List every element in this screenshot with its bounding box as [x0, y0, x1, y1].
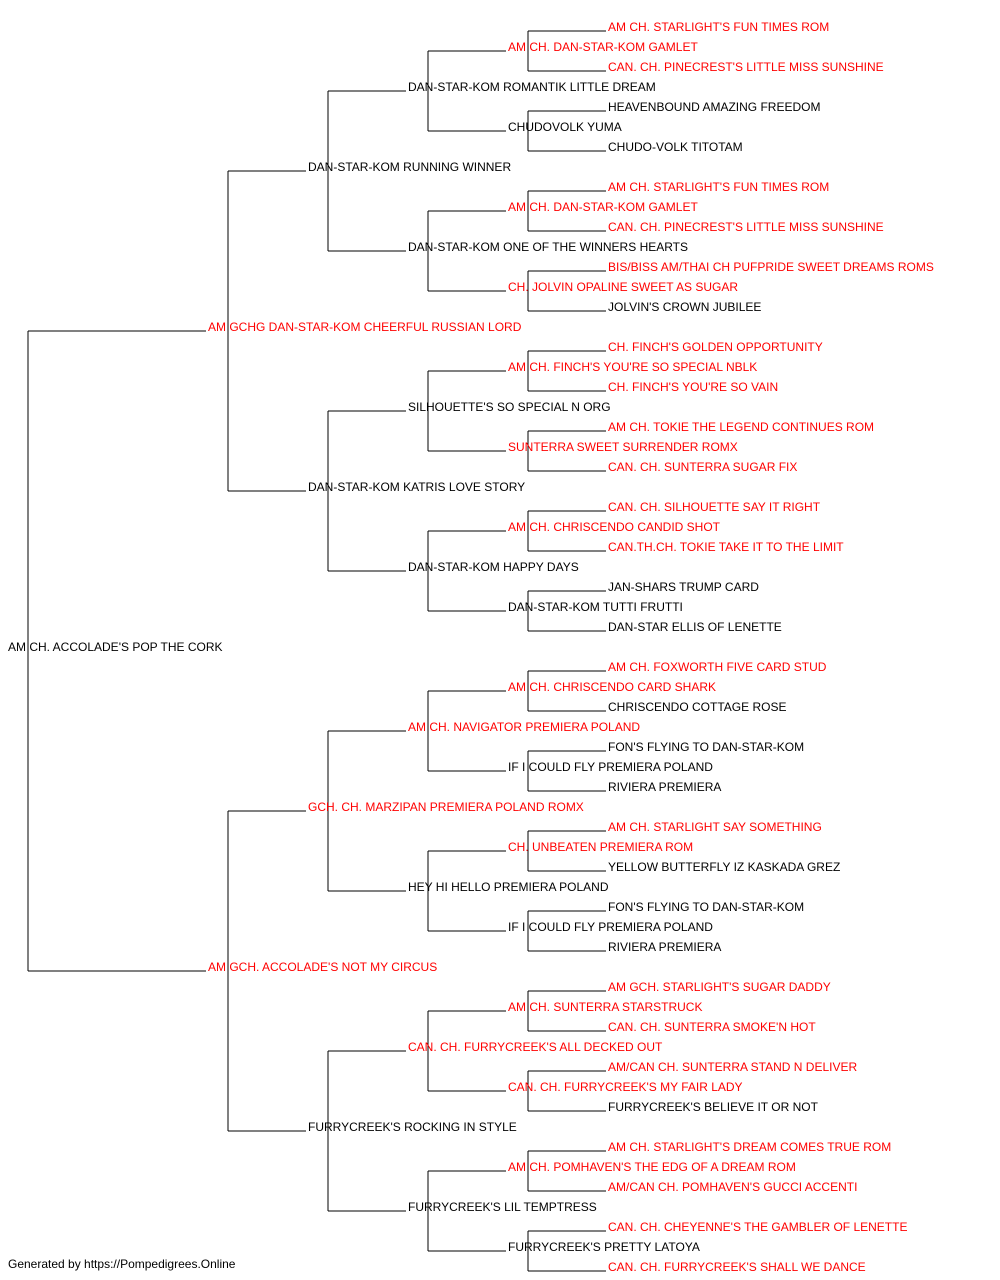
pedigree-entry-s-s-s-d: CHUDOVOLK YUMA — [508, 120, 622, 134]
pedigree-entry-s-d: DAN-STAR-KOM KATRIS LOVE STORY — [308, 480, 526, 494]
pedigree-entry-d-d-s: CAN. CH. FURRYCREEK'S ALL DECKED OUT — [408, 1040, 663, 1054]
pedigree-entry-d: AM GCH. ACCOLADE'S NOT MY CIRCUS — [208, 960, 438, 974]
pedigree-entry-s-s-s-d-d: CHUDO-VOLK TITOTAM — [608, 140, 743, 154]
pedigree-entry-d-s: GCH. CH. MARZIPAN PREMIERA POLAND ROMX — [308, 800, 584, 814]
pedigree-entry-d-s-d-d: IF I COULD FLY PREMIERA POLAND — [508, 920, 713, 934]
pedigree-entry-d-s-d-d-d: RIVIERA PREMIERA — [608, 940, 722, 954]
pedigree-entry-s-d-s-s-s: CH. FINCH'S GOLDEN OPPORTUNITY — [608, 340, 823, 354]
pedigree-entry-s-s-s: DAN-STAR-KOM ROMANTIK LITTLE DREAM — [408, 80, 656, 94]
pedigree-entry-s-d-s-s: AM CH. FINCH'S YOU'RE SO SPECIAL NBLK — [508, 360, 758, 374]
pedigree-entry-d-d-s-d-s: AM/CAN CH. SUNTERRA STAND N DELIVER — [608, 1060, 858, 1074]
pedigree-entry-s-d-s-s-d: CH. FINCH'S YOU'RE SO VAIN — [608, 380, 779, 394]
pedigree-entry-d-d-d-s-d: AM/CAN CH. POMHAVEN'S GUCCI ACCENTI — [608, 1180, 858, 1194]
pedigree-entry-s-s-d-s: AM CH. DAN-STAR-KOM GAMLET — [508, 200, 698, 214]
pedigree-entry-s-d-s-d: SUNTERRA SWEET SURRENDER ROMX — [508, 440, 738, 454]
pedigree-entry-s-s-d-d: CH. JOLVIN OPALINE SWEET AS SUGAR — [508, 280, 739, 294]
pedigree-entry-s-s-d: DAN-STAR-KOM ONE OF THE WINNERS HEARTS — [408, 240, 689, 254]
pedigree-entry-s-d-d-d: DAN-STAR-KOM TUTTI FRUTTI — [508, 600, 683, 614]
pedigree-entry-s-s-s-d-s: HEAVENBOUND AMAZING FREEDOM — [608, 100, 821, 114]
pedigree-entry-d-d-d: FURRYCREEK'S LIL TEMPTRESS — [408, 1200, 597, 1214]
pedigree-entry-s-s: DAN-STAR-KOM RUNNING WINNER — [308, 160, 512, 174]
pedigree-entry-d-d-d-d: FURRYCREEK'S PRETTY LATOYA — [508, 1240, 700, 1254]
pedigree-entry-d-d-s-d-d: FURRYCREEK'S BELIEVE IT OR NOT — [608, 1100, 818, 1114]
pedigree-entry-d-s-s-s: AM CH. CHRISCENDO CARD SHARK — [508, 680, 717, 694]
pedigree-entry-s-d-s-d-s: AM CH. TOKIE THE LEGEND CONTINUES ROM — [608, 420, 875, 434]
pedigree-entry-d-d-s-s: AM CH. SUNTERRA STARSTRUCK — [508, 1000, 703, 1014]
pedigree-entry-d-s-s-s-d: CHRISCENDO COTTAGE ROSE — [608, 700, 787, 714]
pedigree-entry-s-d-d-d-s: JAN-SHARS TRUMP CARD — [608, 580, 759, 594]
pedigree-entry-s-s-d-s-s: AM CH. STARLIGHT'S FUN TIMES ROM — [608, 180, 830, 194]
pedigree-entry-d-s-d: HEY HI HELLO PREMIERA POLAND — [408, 880, 609, 894]
pedigree-entry-d-s-s: AM CH. NAVIGATOR PREMIERA POLAND — [408, 720, 641, 734]
pedigree-entry-d-d-d-s: AM CH. POMHAVEN'S THE EDG OF A DREAM ROM — [508, 1160, 796, 1174]
pedigree-entry-d-s-s-d-d: RIVIERA PREMIERA — [608, 780, 722, 794]
pedigree-entry-s-s-d-s-d: CAN. CH. PINECREST'S LITTLE MISS SUNSHIN… — [608, 220, 884, 234]
pedigree-entry-d-d-s-d: CAN. CH. FURRYCREEK'S MY FAIR LADY — [508, 1080, 743, 1094]
pedigree-entry-s: AM GCHG DAN-STAR-KOM CHEERFUL RUSSIAN LO… — [208, 320, 522, 334]
pedigree-entry-s-s-d-d-s: BIS/BISS AM/THAI CH PUFPRIDE SWEET DREAM… — [608, 260, 934, 274]
pedigree-entry-d-s-d-s-d: YELLOW BUTTERFLY IZ KASKADA GREZ — [608, 860, 841, 874]
pedigree-entry-s-s-s-s-d: CAN. CH. PINECREST'S LITTLE MISS SUNSHIN… — [608, 60, 884, 74]
pedigree-entry-s-d-d-s-d: CAN.TH.CH. TOKIE TAKE IT TO THE LIMIT — [608, 540, 844, 554]
pedigree-entry-d-d-d-s-s: AM CH. STARLIGHT'S DREAM COMES TRUE ROM — [608, 1140, 892, 1154]
pedigree-entry-d-d-s-s-s: AM GCH. STARLIGHT'S SUGAR DADDY — [608, 980, 831, 994]
pedigree-entry-s-s-s-s-s: AM CH. STARLIGHT'S FUN TIMES ROM — [608, 20, 830, 34]
pedigree-entry-s-d-d-s-s: CAN. CH. SILHOUETTE SAY IT RIGHT — [608, 500, 821, 514]
pedigree-entry-s-d-d-s: AM CH. CHRISCENDO CANDID SHOT — [508, 520, 721, 534]
pedigree-entry-d-s-d-s-s: AM CH. STARLIGHT SAY SOMETHING — [608, 820, 822, 834]
pedigree-entry-s-d-d: DAN-STAR-KOM HAPPY DAYS — [408, 560, 579, 574]
pedigree-entry-d-s-d-d-s: FON'S FLYING TO DAN-STAR-KOM — [608, 900, 805, 914]
pedigree-entry-d-s-s-d-s: FON'S FLYING TO DAN-STAR-KOM — [608, 740, 805, 754]
pedigree-entry-d-s-s-s-s: AM CH. FOXWORTH FIVE CARD STUD — [608, 660, 827, 674]
pedigree-entry-d-d: FURRYCREEK'S ROCKING IN STYLE — [308, 1120, 517, 1134]
pedigree-entry-d-s-d-s: CH. UNBEATEN PREMIERA ROM — [508, 840, 694, 854]
pedigree-entry-s-d-s-d-d: CAN. CH. SUNTERRA SUGAR FIX — [608, 460, 798, 474]
pedigree-entry-s-d-s: SILHOUETTE'S SO SPECIAL N ORG — [408, 400, 611, 414]
pedigree-entry-s-d-d-d-d: DAN-STAR ELLIS OF LENETTE — [608, 620, 782, 634]
pedigree-entry-d-s-s-d: IF I COULD FLY PREMIERA POLAND — [508, 760, 713, 774]
pedigree-entry-d-d-d-d-d: CAN. CH. FURRYCREEK'S SHALL WE DANCE — [608, 1260, 866, 1274]
pedigree-entry-d-d-s-s-d: CAN. CH. SUNTERRA SMOKE'N HOT — [608, 1020, 816, 1034]
pedigree-entry-subject: AM CH. ACCOLADE'S POP THE CORK — [8, 640, 223, 654]
generated-by-footer: Generated by https://Pompedigrees.Online — [8, 1257, 236, 1271]
pedigree-entry-s-s-d-d-d: JOLVIN'S CROWN JUBILEE — [608, 300, 762, 314]
pedigree-entry-d-d-d-d-s: CAN. CH. CHEYENNE'S THE GAMBLER OF LENET… — [608, 1220, 908, 1234]
pedigree-entry-s-s-s-s: AM CH. DAN-STAR-KOM GAMLET — [508, 40, 698, 54]
